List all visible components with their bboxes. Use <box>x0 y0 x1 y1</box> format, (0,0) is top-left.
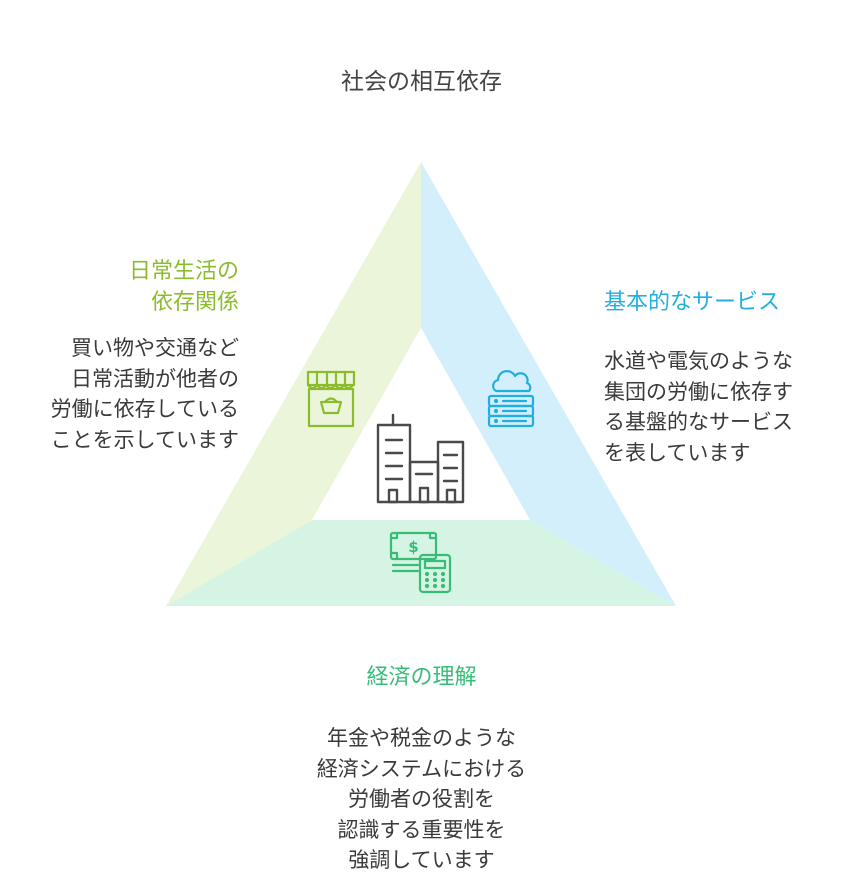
body-daily-life: 買い物や交通など 日常活動が他者の 労働に依存している ことを示しています <box>50 336 239 452</box>
body-basic-services: 水道や電気のような 集団の労働に依存す る基盤的なサービス を表しています <box>604 349 793 465</box>
heading-daily-life: 日常生活の 依存関係 <box>128 259 239 315</box>
segment-daily-life <box>166 162 421 606</box>
body-economy: 年金や税金のような 経済システムにおける 労働者の役割を 認識する重要性を 強調… <box>316 726 527 872</box>
svg-text:$: $ <box>408 538 418 556</box>
money-calculator-icon: $ <box>389 531 452 594</box>
cloud-server-icon <box>487 370 535 428</box>
heading-economy: 経済の理解 <box>366 665 477 690</box>
shop-icon <box>306 370 356 428</box>
diagram-title: 社会の相互依存 <box>341 69 502 95</box>
buildings-icon <box>376 413 465 504</box>
inner-triangle <box>312 328 530 520</box>
segment-basic-services <box>421 162 676 606</box>
heading-basic-services: 基本的なサービス <box>604 290 781 315</box>
